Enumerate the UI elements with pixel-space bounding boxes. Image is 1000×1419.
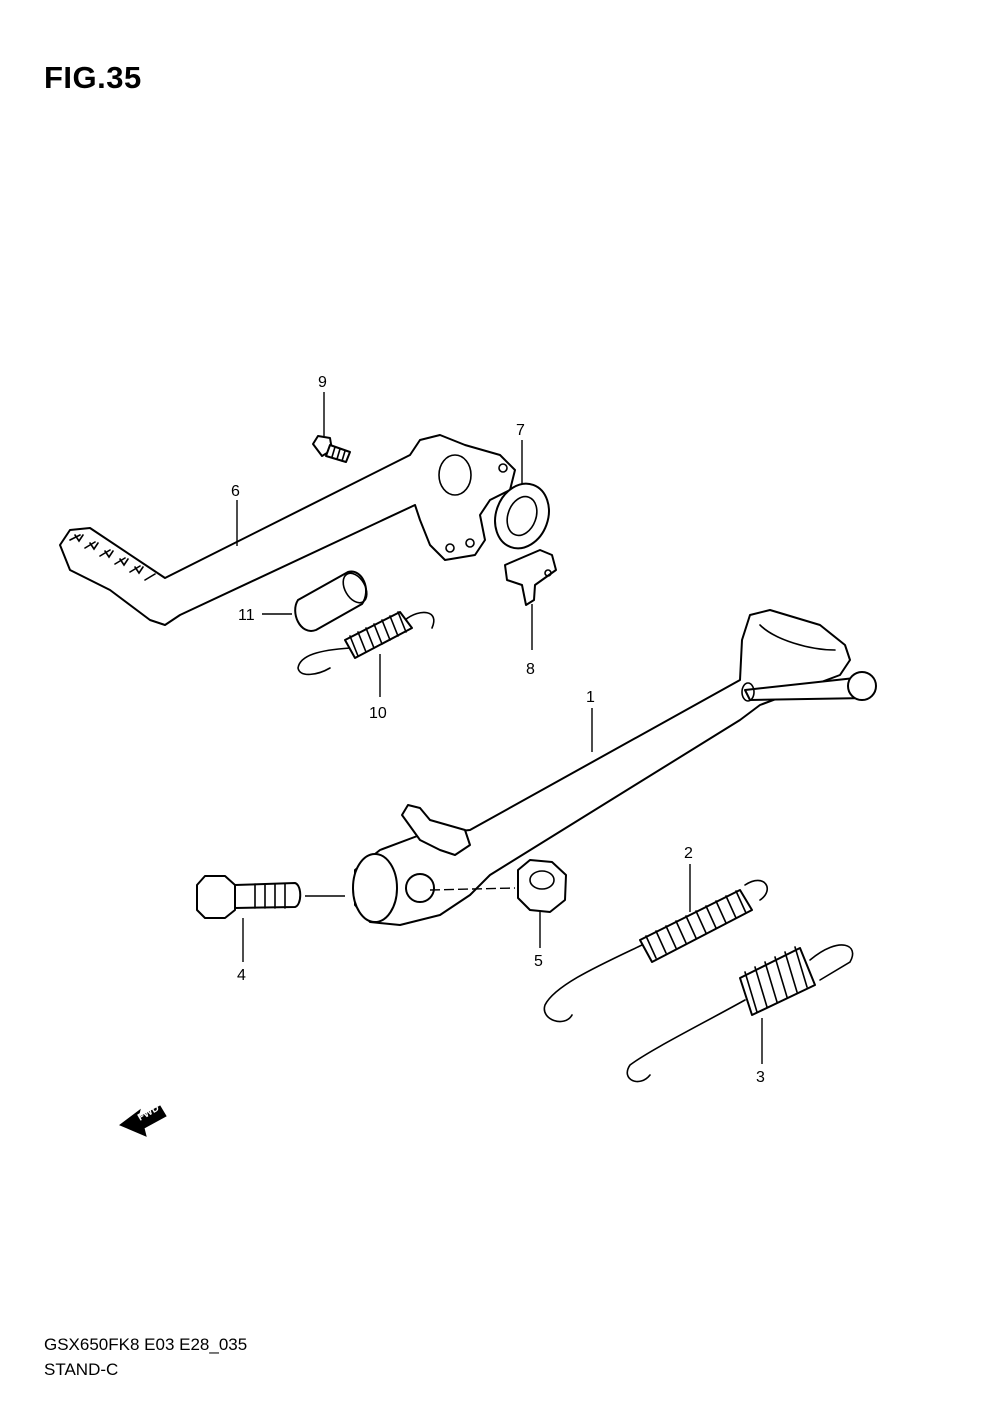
callout-number: 8 [526, 661, 535, 678]
callout-6: 6 [231, 483, 240, 546]
callout-11: 11 [238, 607, 292, 624]
model-code: GSX650FK8 E03 E28_035 [44, 1335, 248, 1354]
stand-bolt-part [196, 875, 345, 919]
washer-part [494, 482, 550, 550]
stand-spring-outer-part [543, 879, 768, 1023]
callout-number: 6 [231, 483, 240, 500]
callout-number: 4 [237, 967, 246, 984]
pedal-spring-part [297, 611, 435, 676]
callout-10: 10 [369, 654, 387, 722]
callout-number: 11 [238, 607, 255, 624]
callout-5: 5 [534, 912, 543, 970]
cotter-clip-part [504, 549, 557, 606]
pedal-bolt-part [312, 435, 351, 463]
callout-9: 9 [318, 374, 327, 436]
side-stand-part [352, 609, 877, 926]
brake-pedal-part [59, 434, 516, 626]
forward-direction-arrow-icon [119, 1105, 167, 1137]
callout-number: 1 [586, 689, 595, 706]
callout-number: 9 [318, 374, 327, 391]
callout-1: 1 [586, 689, 595, 752]
sleeve-part [294, 570, 368, 632]
stand-nut-part [517, 859, 567, 913]
callout-number: 7 [516, 422, 525, 439]
section-name: STAND-C [44, 1360, 119, 1379]
callout-number: 2 [684, 845, 693, 862]
stand-spring-inner-part [626, 944, 854, 1083]
callout-3: 3 [756, 1018, 765, 1086]
callout-number: 3 [756, 1069, 765, 1086]
callout-2: 2 [684, 845, 693, 912]
figure-title: FIG.35 [44, 60, 142, 95]
callout-7: 7 [516, 422, 525, 484]
callout-8: 8 [526, 604, 535, 678]
callout-number: 10 [369, 705, 387, 722]
callout-4: 4 [237, 918, 246, 984]
callout-number: 5 [534, 953, 543, 970]
